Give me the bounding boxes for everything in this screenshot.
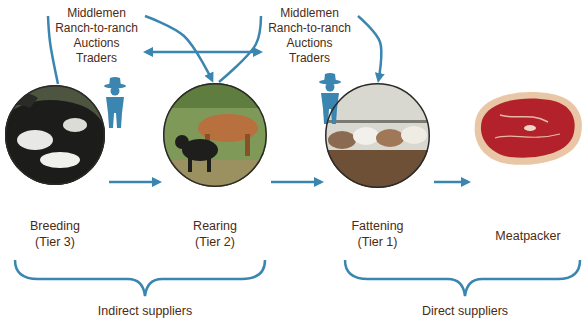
stage-label: Rearing (Tier 2)	[184, 218, 246, 250]
circle-border	[6, 86, 105, 185]
middlemen-node: Middlemen Ranch-to-ranch Auctions Trader…	[266, 6, 353, 66]
bracket	[345, 260, 580, 296]
flow-arrow	[219, 16, 261, 82]
supplier-label: Indirect suppliers	[98, 303, 193, 319]
circle-border	[164, 84, 267, 187]
stage-label: Meatpacker	[482, 228, 574, 244]
flow-arrow	[109, 181, 159, 184]
flow-arrow	[146, 51, 260, 54]
flow-arrow	[358, 16, 381, 80]
flow-arrow	[271, 181, 321, 184]
meat-node: Meatpacker	[472, 88, 584, 166]
circle-outline	[325, 83, 430, 188]
middlemen-text: Middlemen Ranch-to-ranch Auctions Trader…	[53, 6, 140, 66]
stage-circle: Rearing (Tier 2)	[163, 83, 267, 187]
middlemen-node: Middlemen Ranch-to-ranch Auctions Trader…	[53, 6, 140, 66]
steak-photo	[475, 92, 582, 165]
stage-label: Fattening (Tier 1)	[345, 218, 411, 250]
rearing-photo	[160, 80, 270, 190]
stage-circle: Breeding (Tier 3)	[5, 85, 105, 185]
fattening-photo	[320, 80, 435, 192]
flow-arrow	[434, 181, 468, 184]
cowboy-icon	[104, 77, 126, 128]
middlemen-text: Middlemen Ranch-to-ranch Auctions Trader…	[266, 6, 353, 66]
stage-circle: Fattening (Tier 1)	[325, 83, 430, 188]
flow-arrow	[145, 16, 212, 80]
bracket	[15, 260, 265, 296]
circle-border	[326, 84, 430, 188]
supplier-label: Direct suppliers	[422, 303, 508, 319]
circle-outline	[5, 85, 105, 185]
breeding-photo	[0, 80, 110, 190]
circle-outline	[163, 83, 267, 187]
stage-label: Breeding (Tier 3)	[24, 218, 86, 250]
